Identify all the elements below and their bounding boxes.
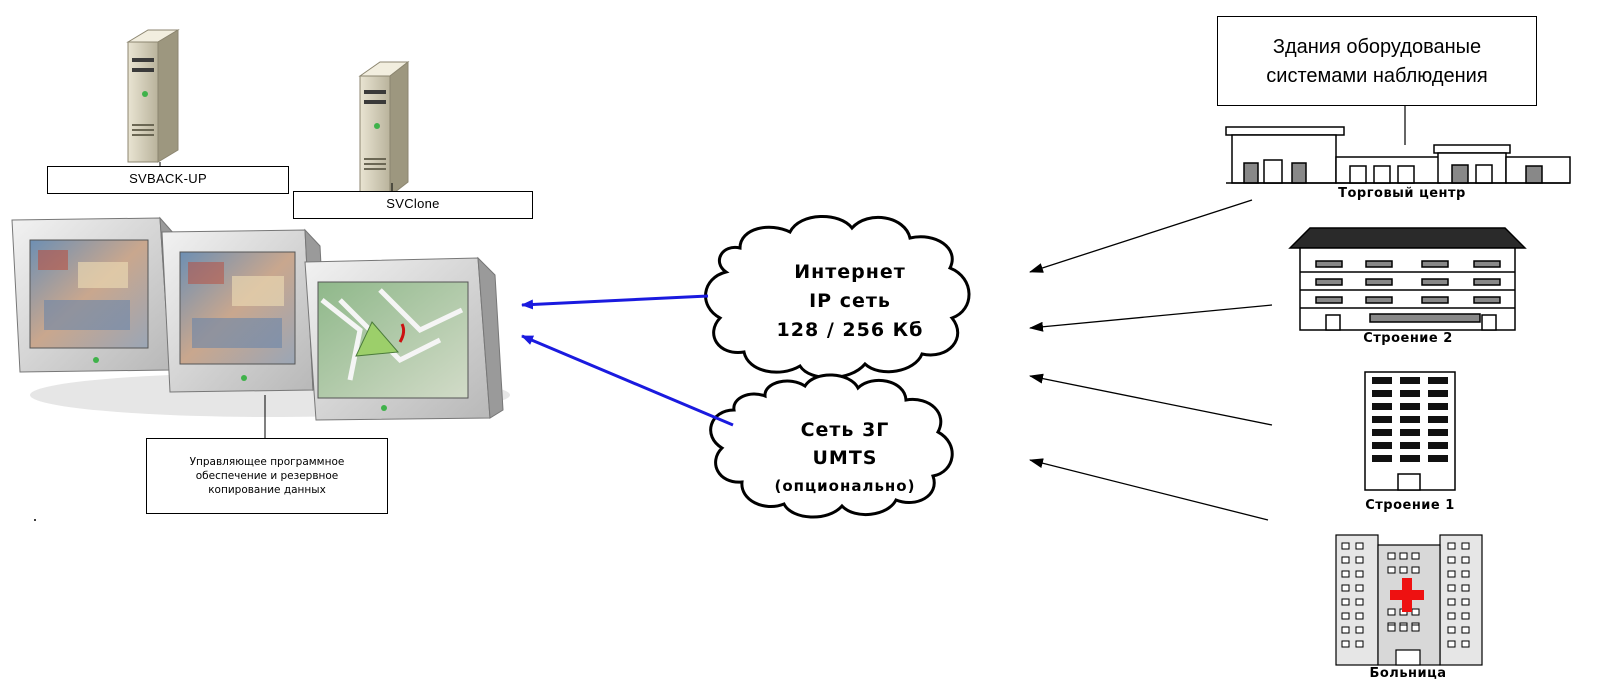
caption-line: Управляющее программное <box>189 456 345 468</box>
monitor-map-icon <box>304 256 504 421</box>
server-tower-icon <box>358 60 410 198</box>
hospital-window <box>1355 626 1364 634</box>
hospital-window <box>1341 556 1350 564</box>
hospital-window <box>1411 608 1420 616</box>
callout-line: Здания оборудованые <box>1272 36 1482 58</box>
building-label-2: Строение 2 <box>1363 331 1453 346</box>
building-label-1: Строение 1 <box>1365 498 1455 513</box>
hospital-window <box>1399 624 1408 632</box>
hospital-window <box>1461 584 1470 592</box>
hospital-window <box>1341 542 1350 550</box>
server-label-svclone: SVClone <box>293 191 533 219</box>
hospital-window <box>1341 626 1350 634</box>
hospital-windows <box>1341 542 1470 648</box>
server-name: SVClone <box>386 196 440 211</box>
hospital-window <box>1387 608 1396 616</box>
hospital-window <box>1447 570 1456 578</box>
buildings-callout: Здания оборудованые системами наблюдения <box>1217 16 1537 106</box>
hospital-window <box>1461 626 1470 634</box>
hospital-window <box>1341 598 1350 606</box>
tower-building-icon <box>1364 371 1456 491</box>
server-name: SVBACK-UP <box>129 171 207 186</box>
hospital-cross-icon <box>1390 578 1424 612</box>
cloud-line: UMTS <box>812 447 878 469</box>
uplink-arrow <box>521 334 734 427</box>
hospital-window <box>1399 566 1408 574</box>
uplink-arrow <box>521 294 709 310</box>
hospital-window <box>1399 552 1408 560</box>
cloud-internet-label: Интернет IP сеть 128 / 256 Кб <box>740 258 960 345</box>
hospital-window <box>1461 556 1470 564</box>
cloud-line: (опционально) <box>774 477 916 495</box>
hospital-window <box>1447 612 1456 620</box>
hospital-window <box>1341 584 1350 592</box>
cloud-3g-label: Сеть 3Г UMTS (опционально) <box>735 416 955 500</box>
hospital-window <box>1447 626 1456 634</box>
cloud-line: Интернет <box>794 261 906 283</box>
hospital-window <box>1355 556 1364 564</box>
caption-line: копирование данных <box>208 484 326 496</box>
monitor-icon <box>11 216 183 373</box>
hospital-window <box>1447 598 1456 606</box>
hospital-window <box>1447 584 1456 592</box>
cloud-3g <box>709 373 954 519</box>
hospital-window <box>1387 624 1396 632</box>
hospital-window <box>1411 624 1420 632</box>
hospital-window <box>1461 542 1470 550</box>
hospital-window <box>1355 584 1364 592</box>
hospital-window <box>1411 552 1420 560</box>
hospital-window <box>1355 612 1364 620</box>
building-arrow <box>1029 304 1273 332</box>
hospital-window <box>1387 552 1396 560</box>
monitor-icon <box>161 228 328 393</box>
server-tower-icon <box>126 29 180 168</box>
hospital-window <box>1341 612 1350 620</box>
hospital-window <box>1355 570 1364 578</box>
hospital-window <box>1387 566 1396 574</box>
callout-line: системами наблюдения <box>1266 65 1488 87</box>
hospital-window <box>1341 570 1350 578</box>
mall-icon <box>1225 126 1571 184</box>
building-arrow <box>1029 373 1273 426</box>
caption-line: обеспечение и резервное <box>195 470 339 482</box>
workstation-caption: Управляющее программное обеспечение и ре… <box>146 438 388 514</box>
hospital-window <box>1447 556 1456 564</box>
hospital-window <box>1355 640 1364 648</box>
hospital-window <box>1461 598 1470 606</box>
cloud-line: 128 / 256 Кб <box>776 319 924 341</box>
cloud-internet <box>704 215 971 380</box>
building-arrow <box>1029 199 1253 273</box>
hospital-window <box>1411 566 1420 574</box>
cloud-line: IP сеть <box>809 290 891 312</box>
building-arrow <box>1029 458 1269 521</box>
server-label-svbackup: SVBACK-UP <box>47 166 289 194</box>
hospital-window <box>1341 640 1350 648</box>
hospital-window <box>1461 570 1470 578</box>
hospital-window <box>1447 640 1456 648</box>
hospital-window <box>1355 598 1364 606</box>
hospital-window <box>1447 542 1456 550</box>
hospital-window <box>1461 612 1470 620</box>
cloud-line: Сеть 3Г <box>800 419 890 441</box>
office-building-icon <box>1288 227 1527 331</box>
building-label-hospital: Больница <box>1369 666 1447 681</box>
hospital-window <box>1355 542 1364 550</box>
building-label-mall: Торговый центр <box>1338 186 1466 201</box>
hospital-window <box>1461 640 1470 648</box>
